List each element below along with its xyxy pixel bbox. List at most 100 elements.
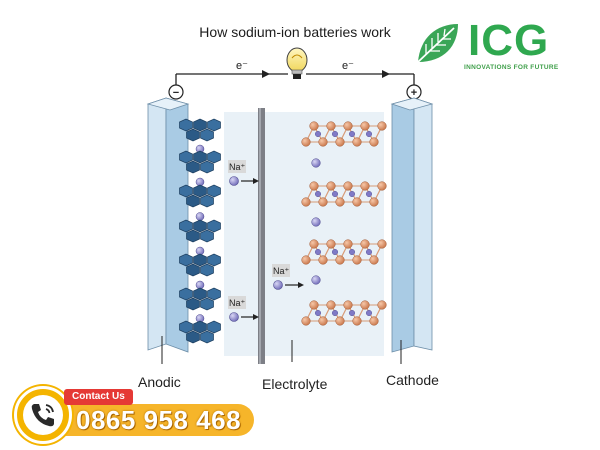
ion-label-box	[272, 264, 290, 277]
embedded-sodium-ion	[349, 190, 356, 197]
brand-logo: ICG INNOVATIONS FOR FUTURE	[412, 18, 592, 76]
anode-hexagon	[207, 150, 221, 164]
leaf-icon	[417, 24, 458, 63]
embedded-sodium-ion	[332, 248, 339, 255]
cathode-atom	[377, 121, 387, 131]
cathode-label: Cathode	[386, 372, 439, 388]
ion-migration-1: Na⁺	[228, 160, 259, 186]
anode-hex-cluster	[179, 287, 221, 311]
anode-hexagon	[179, 118, 193, 132]
ion-label: Na⁺	[229, 162, 246, 172]
anode-hex-cluster	[179, 253, 221, 277]
current-arrow-left	[262, 70, 270, 78]
cathode-atom	[369, 197, 379, 207]
anode-hexagon	[179, 219, 193, 233]
contact-phone-number[interactable]: 0865 958 468	[76, 405, 242, 435]
anode-hexagon	[179, 184, 193, 198]
cathode-atom	[309, 239, 319, 249]
embedded-sodium-ion	[332, 190, 339, 197]
cathode-atom	[301, 255, 311, 265]
electrolyte-region	[224, 112, 384, 356]
cathode-atom	[326, 181, 336, 191]
embedded-sodium-ion	[315, 248, 322, 255]
cathode-atom	[335, 137, 345, 147]
negative-terminal: −	[168, 84, 184, 100]
diagram-title: How sodium-ion batteries work	[199, 24, 391, 40]
cathode-electrode	[390, 97, 434, 353]
anode-hexagon	[179, 150, 193, 164]
ion-migration-2: Na⁺	[272, 264, 304, 290]
anode-hexagon	[186, 160, 200, 174]
cathode-atom	[318, 197, 328, 207]
electron-label-right: e⁻	[342, 60, 354, 72]
anode-hexagon	[200, 263, 214, 277]
cathode-atom	[352, 137, 362, 147]
anode-layered-structure	[179, 118, 221, 344]
cathode-atom	[326, 121, 336, 131]
cathode-free-ions	[311, 158, 321, 285]
contact-circle	[14, 386, 72, 444]
anode-hexagon	[200, 128, 214, 142]
cathode-atom	[360, 300, 370, 310]
free-sodium-ion	[311, 275, 321, 285]
anode-hex-cluster	[179, 219, 221, 243]
contact-us-label: Contact Us	[64, 389, 133, 405]
embedded-sodium-ion	[332, 310, 339, 317]
ion-arrowhead	[253, 314, 259, 320]
light-bulb-icon	[286, 47, 308, 79]
anode-hexagon	[207, 184, 221, 198]
separator	[258, 108, 265, 364]
cathode-atom	[369, 316, 379, 326]
anode-hexagon	[200, 297, 214, 311]
embedded-sodium-ion	[332, 130, 339, 137]
embedded-sodium-ion	[349, 310, 356, 317]
embedded-sodium-ion	[349, 248, 356, 255]
electron-label-left: e⁻	[236, 60, 248, 72]
cathode-atomic-layer	[301, 239, 387, 265]
free-sodium-ion	[311, 158, 321, 168]
ion-label: Na⁺	[273, 266, 290, 276]
embedded-sodium-ion	[315, 310, 322, 317]
cathode-atom	[352, 255, 362, 265]
cathode-atom	[309, 300, 319, 310]
cathode-atom	[360, 239, 370, 249]
cathode-atom	[352, 197, 362, 207]
intercalated-sodium-ion	[195, 212, 205, 221]
anode-hexagon	[179, 320, 193, 334]
sodium-ion	[229, 312, 239, 322]
positive-terminal-sign: +	[411, 87, 417, 99]
external-circuit: e⁻ e⁻	[175, 47, 415, 88]
cathode-atom	[335, 255, 345, 265]
cathode-atom	[360, 181, 370, 191]
contact-pill	[46, 404, 254, 436]
cathode-atom	[301, 316, 311, 326]
anode-hexagon	[200, 229, 214, 243]
sodium-ion	[229, 176, 239, 186]
anode-hexagon	[200, 330, 214, 344]
cathode-atomic-layer	[301, 181, 387, 207]
phone-icon	[31, 404, 54, 427]
anode-hexagon	[193, 253, 207, 267]
cathode-atom	[309, 121, 319, 131]
cathode-atom	[377, 300, 387, 310]
ion-migration-3: Na⁺	[228, 296, 259, 322]
embedded-sodium-ion	[315, 130, 322, 137]
anode-hexagon	[207, 320, 221, 334]
cathode-atom	[301, 137, 311, 147]
anode-hexagon	[186, 194, 200, 208]
cathode-atom	[343, 300, 353, 310]
embedded-sodium-ion	[349, 130, 356, 137]
brand-tagline: INNOVATIONS FOR FUTURE	[464, 64, 559, 71]
cathode-atom	[326, 300, 336, 310]
embedded-sodium-ion	[315, 190, 322, 197]
embedded-sodium-ion	[366, 190, 373, 197]
electrolyte-label: Electrolyte	[262, 376, 328, 392]
contact-banner[interactable]: Contact Us 0865 958 468	[10, 382, 260, 444]
anode-label: Anodic	[138, 374, 181, 390]
cathode-atomic-layer	[301, 121, 387, 147]
anode-hexagon	[193, 184, 207, 198]
cathode-atom	[377, 181, 387, 191]
anode-hexagon	[207, 253, 221, 267]
ion-arrowhead	[298, 282, 304, 288]
anode-hexagon	[179, 253, 193, 267]
